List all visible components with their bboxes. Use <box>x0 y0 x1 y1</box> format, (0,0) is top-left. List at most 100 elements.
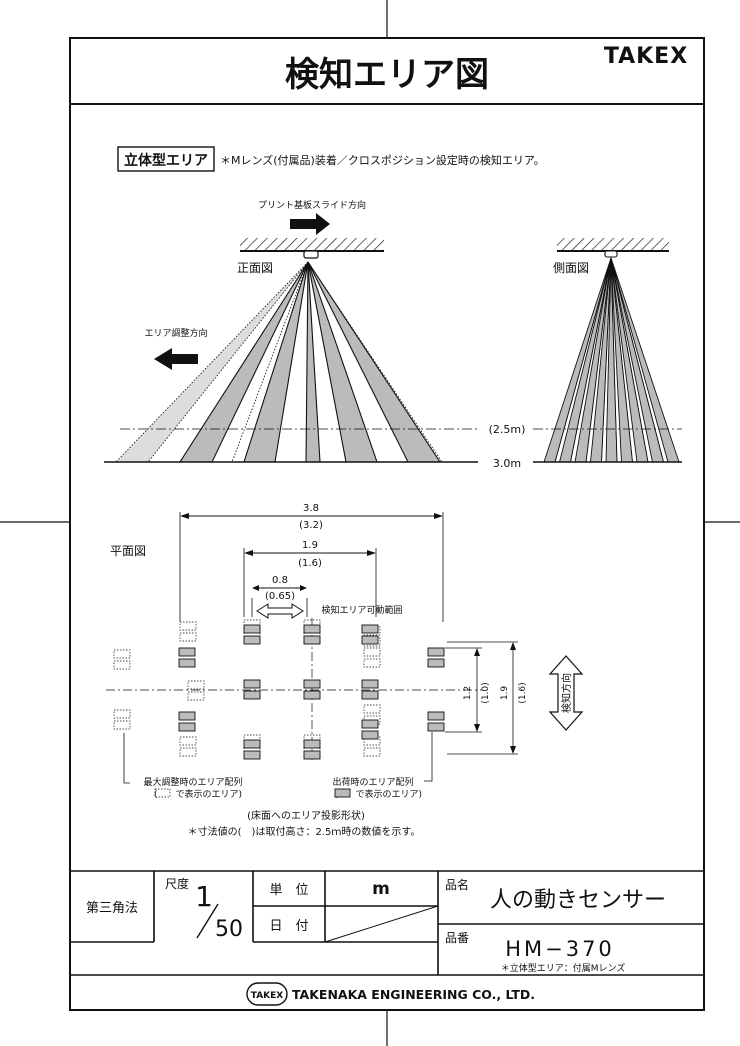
projection-note: (床面へのエリア投影形状) <box>247 809 365 822</box>
dotted-zone-rect <box>113 720 131 730</box>
section-tag-box <box>117 146 215 172</box>
sensor-icon <box>604 250 618 258</box>
slide-direction-label: プリント基板スライド方向 <box>258 199 366 211</box>
zone-pair <box>303 624 321 645</box>
zone-rect <box>243 690 261 700</box>
zone-rect <box>178 722 196 732</box>
dim-inner-alt: (0.65) <box>265 591 295 602</box>
zone-pair <box>303 739 321 760</box>
zone-pair <box>178 711 196 732</box>
zone-rect <box>427 722 445 732</box>
side-beam-edge <box>585 257 612 463</box>
movable-range-arrow-icon <box>256 603 304 619</box>
dotted-zone-rect <box>179 736 197 746</box>
v-dim-inner: 1.2 <box>463 686 473 700</box>
ceiling-hatch <box>557 238 669 251</box>
dotted-zone-rect <box>179 632 197 642</box>
dim-mid: 1.9 <box>302 540 318 551</box>
zone-rect <box>303 635 321 645</box>
dotted-zone-pair <box>363 736 381 757</box>
adjusted-beam <box>115 261 309 463</box>
scale-label: 尺度 <box>165 876 189 891</box>
zone-rect <box>243 739 261 749</box>
zone-rect <box>243 624 261 634</box>
dotted-zone-rect <box>113 649 131 659</box>
dotted-zone-rect <box>363 647 381 657</box>
zone-rect <box>303 739 321 749</box>
dotted-zone-rect <box>113 709 131 719</box>
scale-denominator: 50 <box>215 917 243 942</box>
zone-rect <box>303 679 321 689</box>
zone-pair <box>427 647 445 668</box>
sensor-icon <box>303 250 319 259</box>
plan-view-label: 平面図 <box>110 544 146 558</box>
ceiling-hatch <box>240 238 384 251</box>
sheet-frame <box>69 37 705 1011</box>
side-beam-fan <box>543 257 680 463</box>
zone-array <box>113 619 445 760</box>
scale-numerator: 1 <box>195 880 213 913</box>
front-view: プリント基板スライド方向 正面図 エリア調整方向 (2.5m) 3.0m <box>104 199 525 470</box>
zone-rect <box>361 719 379 729</box>
zone-pair <box>427 711 445 732</box>
zone-pair <box>361 624 379 645</box>
max-adjust-label: 最大調整時のエリア配列 <box>143 776 242 788</box>
dotted-zone-legend-icon <box>154 788 171 798</box>
detection-direction-arrow-icon <box>548 655 584 731</box>
dotted-zone-rect <box>179 621 197 631</box>
dim-inner: 0.8 <box>272 575 288 586</box>
height-label: 3.0m <box>493 457 521 470</box>
dotted-zone-rect <box>187 691 205 701</box>
zone-pair <box>243 739 261 760</box>
zone-rect <box>361 730 379 740</box>
height-alt-label: (2.5m) <box>489 423 526 436</box>
dotted-zone-rect <box>187 680 205 690</box>
zone-rect <box>178 658 196 668</box>
movable-range-label: 検知エリア可動範囲 <box>321 604 402 616</box>
number-label: 品番 <box>445 931 469 945</box>
side-beam-edge <box>601 257 612 463</box>
dotted-zone-pair <box>363 647 381 668</box>
zone-rect <box>303 690 321 700</box>
zone-rect <box>303 624 321 634</box>
section-note: ＊Mレンズ(付属品)装着／クロスポジション設定時の検知エリア。 <box>220 153 545 167</box>
product-number: HM−370 <box>505 937 615 961</box>
zone-rect <box>361 690 379 700</box>
v-dim-inner-alt: (1.0) <box>481 682 491 703</box>
company-name: TAKENAKA ENGINEERING CO., LTD. <box>292 987 535 1002</box>
zone-rect <box>243 635 261 645</box>
detection-direction-label: 検知方向 <box>560 673 573 713</box>
unit-label: 単 位 <box>269 882 308 898</box>
projection-method: 第三角法 <box>86 901 138 916</box>
zone-rect <box>427 658 445 668</box>
zone-rect <box>361 624 379 634</box>
front-view-label: 正面図 <box>237 261 273 275</box>
dotted-zone-rect <box>363 747 381 757</box>
solid-zone-legend-icon <box>334 788 351 798</box>
v-dim-outer: 1.9 <box>500 686 510 701</box>
zone-rect <box>361 635 379 645</box>
adjust-arrow-icon <box>154 348 198 370</box>
zone-pair <box>361 719 379 740</box>
side-beam-edge <box>610 257 618 463</box>
dotted-zone-pair <box>187 680 205 701</box>
dotted-zone-pair <box>113 709 131 730</box>
dotted-zone-pair <box>113 649 131 670</box>
zone-pair <box>303 679 321 700</box>
side-view-label: 側面図 <box>553 261 589 275</box>
zone-pair <box>361 679 379 700</box>
zone-rect <box>243 750 261 760</box>
shipping-sub: ( で表示のエリア) <box>334 788 422 800</box>
zone-rect <box>178 711 196 721</box>
dotted-zone-rect <box>363 658 381 668</box>
zone-pair <box>243 679 261 700</box>
v-dim-outer-alt: (1.6) <box>518 682 528 703</box>
company-badge <box>246 982 288 1006</box>
side-beam-edge <box>554 257 612 463</box>
date-label: 日 付 <box>269 919 308 934</box>
side-beam-edge <box>610 257 633 463</box>
dotted-zone-rect <box>113 660 131 670</box>
dotted-zone-pair <box>179 736 197 757</box>
dotted-zone-rect <box>179 747 197 757</box>
